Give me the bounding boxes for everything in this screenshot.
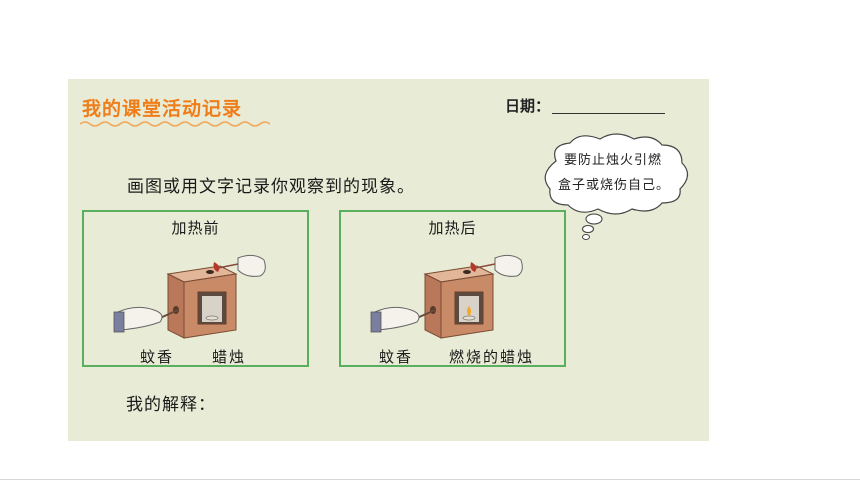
page-bottom-divider xyxy=(0,479,860,480)
hand-icon xyxy=(370,306,420,333)
hand-icon xyxy=(470,254,523,277)
instruction-text: 画图或用文字记录你观察到的现象。 xyxy=(127,177,415,197)
activity-record-card: 我的课堂活动记录 日期： 要防止烛火引燃 盒子或烧伤自己。 画图或用文字记录你观… xyxy=(68,79,709,441)
hand-icon xyxy=(113,306,163,333)
candle-icon xyxy=(205,315,219,321)
tip-line-1: 要防止烛火引燃 xyxy=(564,153,663,168)
experiment-box-illustration-after xyxy=(370,254,523,339)
hand-icon xyxy=(213,254,266,277)
label-mosquito-coil: 蚊香 xyxy=(140,348,175,366)
panel-after-heating: 加热后 蚊香 燃烧的蜡烛 xyxy=(339,210,566,367)
label-burning-candle: 燃烧的蜡烛 xyxy=(449,348,535,366)
panel-before-heading: 加热前 xyxy=(171,219,220,237)
candle-icon xyxy=(462,306,476,321)
thought-bubble-icon xyxy=(544,133,689,240)
mosquito-coil-icon xyxy=(159,309,179,319)
worksheet-title: 我的课堂活动记录 xyxy=(82,98,243,120)
experiment-box-illustration-before xyxy=(113,254,266,339)
label-mosquito-coil: 蚊香 xyxy=(379,348,414,366)
date-label: 日期： xyxy=(505,97,551,115)
title-underline-wave xyxy=(80,121,270,127)
panel-after-heading: 加热后 xyxy=(428,219,477,237)
mosquito-coil-icon xyxy=(416,309,436,319)
explanation-label: 我的解释： xyxy=(126,395,216,415)
panel-before-heating: 加热前 xyxy=(82,210,309,367)
date-input-line[interactable] xyxy=(552,113,665,114)
tip-line-2: 盒子或烧伤自己。 xyxy=(558,178,671,193)
label-candle: 蜡烛 xyxy=(212,348,247,366)
